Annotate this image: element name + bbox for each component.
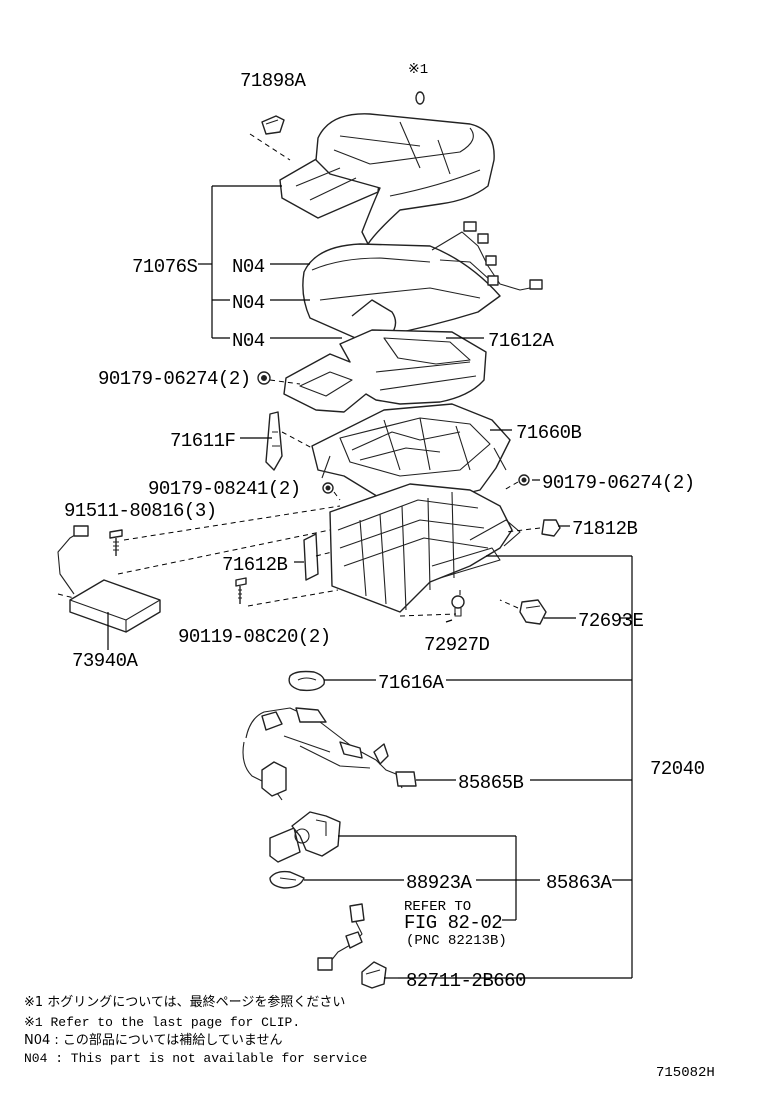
label-85863A: 85863A [546,872,613,894]
footnote-4: N04 : This part is not available for ser… [24,1051,367,1066]
footnote-1: ※1 ホグリングについては、最終ページを参照ください [24,994,345,1010]
cover-72693E [519,599,547,625]
footnote-2: ※1 Refer to the last page for CLIP. [24,1015,300,1030]
label-90179-08241: 90179-08241(2) [148,478,301,500]
bolt-90119-08C20 [235,577,247,604]
grommet-71616A [288,670,325,692]
bracket-71611F [265,411,283,471]
harness-85865B [242,707,417,801]
grommet-88923A [269,870,305,889]
label-71898A: 71898A [240,70,307,92]
connector-82711-2B660 [361,961,387,989]
label-72693E: 72693E [578,610,644,632]
module-73940A [57,525,161,633]
assy-85863A [269,811,341,863]
label-n04-2: N04 [232,292,265,314]
refer-line-2[interactable]: FIG 82-02 [404,912,503,934]
refer-line-1: REFER TO [404,899,471,915]
label-71660B: 71660B [516,422,582,444]
clip-part: ※1 [408,62,428,105]
seat-frame-71660B [311,403,511,503]
cushion-pad-71612A [283,329,487,413]
label-71812B: 71812B [572,518,638,540]
clip-90179-06274-left [257,371,271,385]
label-82711-2B660: 82711-2B660 [406,970,526,992]
dashed-leaders [57,133,541,617]
bolt-91511-80816 [109,529,123,556]
callout-lines [107,185,633,979]
label-72040: 72040 [650,758,705,780]
label-71612B: 71612B [222,554,288,576]
refer-line-3: (PNC 82213B) [406,933,507,949]
footnote-3: N04 : この部品については補給していません [24,1033,282,1048]
clip-90179-06274-right [518,474,530,486]
label-90179-06274-right: 90179-06274(2) [542,472,695,494]
pad-71612B [303,533,319,581]
label-88923A: 88923A [406,872,473,894]
seat-track-72040 [329,483,521,613]
label-71076S: 71076S [132,256,198,278]
clip-mark: ※1 [408,62,428,78]
label-71612A: 71612A [488,330,555,352]
footnotes: ※1 ホグリングについては、最終ページを参照ください ※1 Refer to t… [24,994,367,1066]
label-85865B: 85865B [458,772,524,794]
pad-n04 [302,221,543,341]
refer-to-note[interactable]: REFER TO FIG 82-02 (PNC 82213B) [404,899,507,949]
label-90179-06274-left: 90179-06274(2) [98,368,251,390]
label-n04-1: N04 [232,256,265,278]
cap-72927D [451,595,465,617]
seat-cover-71076S [279,113,495,245]
label-72927D: 72927D [424,634,490,656]
label-91511-80816: 91511-80816(3) [64,500,217,522]
label-71616A: 71616A [378,672,445,694]
label-90119-08C20: 90119-08C20(2) [178,626,331,648]
label-n04-3: N04 [232,330,265,352]
label-71611F: 71611F [170,430,236,452]
harness-refer-82-02 [317,903,365,971]
tag-71898A [261,115,285,135]
label-73940A: 73940A [72,650,139,672]
diagram-id: 715082H [656,1065,715,1081]
clip-90179-08241 [322,482,334,494]
grommet-71812B [541,519,561,537]
